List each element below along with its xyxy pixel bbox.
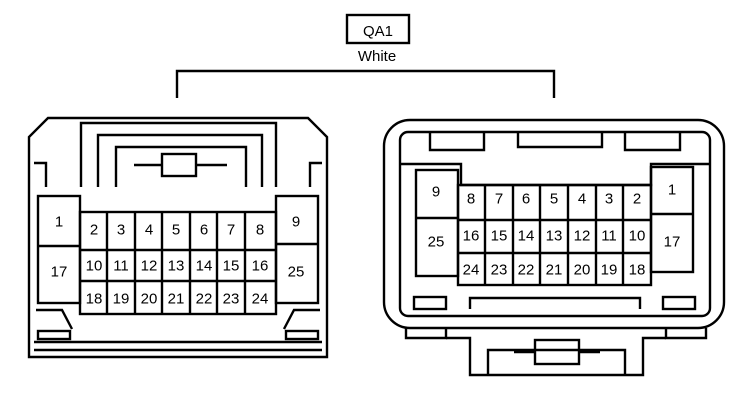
pin-label: 10 [86,258,103,275]
left-pin-numbers: 1 17 9 25 2 3 4 5 6 7 8 10 11 12 13 14 1… [51,214,305,308]
pin-label: 16 [463,228,480,245]
pin-label: 7 [227,222,235,239]
connector-code: QA1 [363,23,393,40]
pin-label: 23 [491,262,508,279]
pin-label: 14 [518,228,535,245]
pin-label: 1 [55,214,63,231]
pin-label: 15 [491,228,508,245]
pin-label: 13 [168,258,185,275]
pin-label: 24 [463,262,480,279]
connector-color: White [358,48,396,65]
connector-code-box [345,13,411,45]
view-bracket [175,69,556,98]
pin-label: 1 [668,182,676,199]
pin-label: 7 [495,191,503,208]
pin-label: 18 [86,291,103,308]
left-connector-grid [36,194,320,314]
pin-label: 12 [574,228,591,245]
pin-label: 5 [172,222,180,239]
pin-label: 10 [629,228,646,245]
pin-label: 9 [292,214,300,231]
pin-label: 11 [113,258,129,275]
pin-label: 25 [428,234,445,251]
pin-label: 2 [90,222,98,239]
pin-label: 21 [546,262,563,279]
pin-label: 9 [432,184,440,201]
right-connector-grid [414,165,695,287]
pin-label: 16 [252,258,269,275]
pin-label: 21 [168,291,185,308]
pin-label: 6 [522,191,530,208]
pin-label: 6 [200,222,208,239]
pin-label: 19 [601,262,618,279]
pin-label: 22 [196,291,213,308]
pin-label: 3 [605,191,613,208]
pin-label: 23 [223,291,240,308]
pin-label: 24 [252,291,269,308]
pin-label: 18 [629,262,646,279]
pin-label: 8 [467,191,475,208]
pin-label: 11 [601,228,617,245]
pin-label: 19 [113,291,130,308]
pin-label: 13 [546,228,563,245]
pin-label: 17 [51,264,68,281]
pin-label: 5 [550,191,558,208]
pin-label: 20 [574,262,591,279]
pin-label: 17 [664,234,681,251]
pin-label: 22 [518,262,535,279]
pin-label: 14 [196,258,213,275]
pin-label: 12 [141,258,158,275]
pin-label: 15 [223,258,240,275]
right-pin-numbers: 9 25 1 17 8 7 6 5 4 3 2 16 15 14 13 12 1… [428,182,681,279]
pin-label: 4 [145,222,153,239]
pin-label: 8 [256,222,264,239]
pin-label: 20 [141,291,158,308]
pin-label: 4 [578,191,586,208]
pin-label: 25 [288,264,305,281]
pin-label: 3 [117,222,125,239]
pin-label: 2 [633,191,641,208]
